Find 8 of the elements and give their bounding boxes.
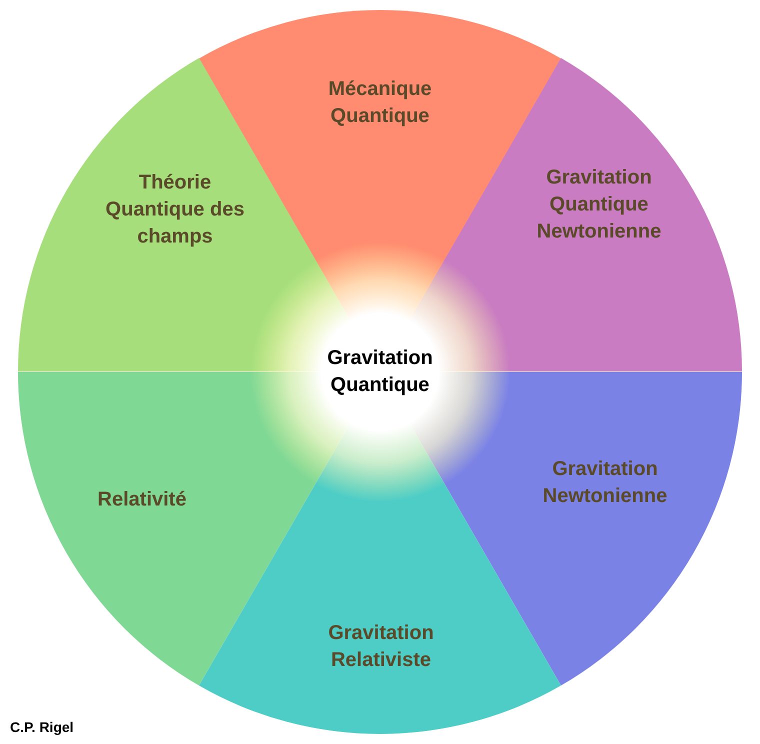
- sector-label: Mécanique Quantique: [327, 77, 433, 129]
- sector-label: Gravitation Newtonienne: [542, 457, 668, 509]
- sector-label: Gravitation Quantique Newtonienne: [536, 165, 662, 244]
- sector-label: Théorie Quantique des champs: [104, 170, 246, 250]
- center-label: Gravitation Quantique: [326, 346, 434, 398]
- sector-label: Gravitation Relativiste: [327, 621, 435, 673]
- credit-text: C.P. Rigel: [10, 719, 74, 735]
- sector-label: Relativité: [96, 488, 188, 512]
